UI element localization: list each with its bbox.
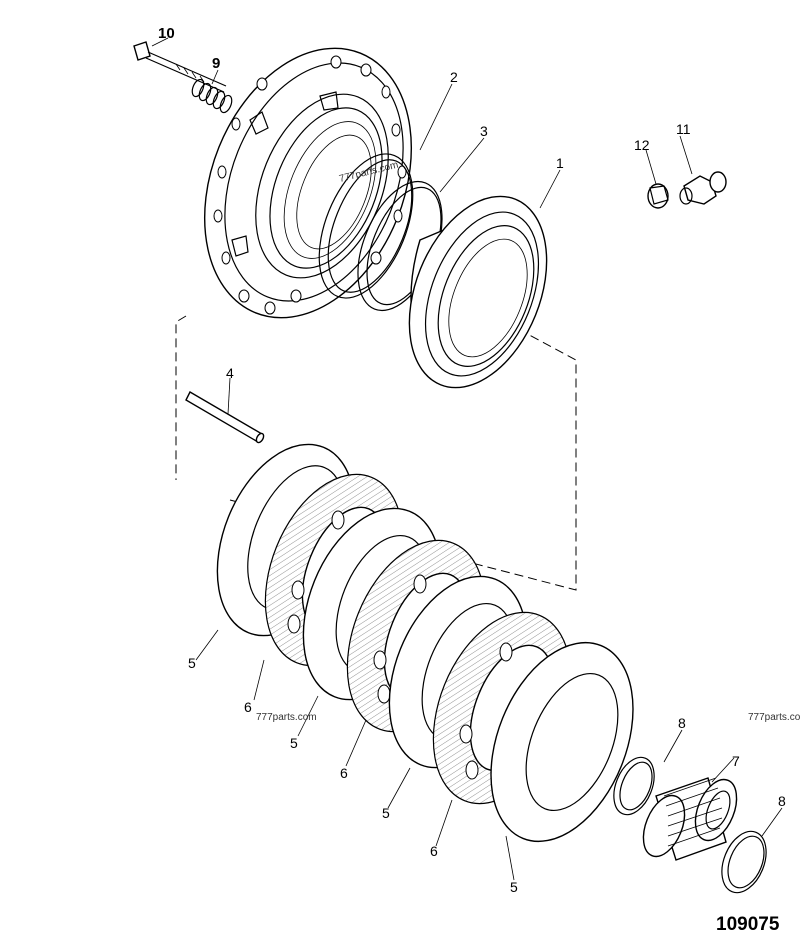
housing-bolt-holes: [213, 55, 407, 315]
splined-hub: [642, 777, 738, 861]
dowel-pin: [185, 391, 265, 444]
callout-hub: 7: [732, 753, 740, 769]
fitting: [679, 171, 727, 205]
watermark: 777parts.com: [748, 712, 800, 723]
callout-snap-ring-2: 8: [778, 793, 786, 809]
snap-ring-2: [721, 830, 767, 894]
callout-labels: 10 9 2 3 1 12 11 4 5 6 5 6 5 6 5 8 7 8: [158, 25, 786, 895]
callout-separator-plate-4: 5: [510, 879, 518, 895]
callout-separator-plate-3: 5: [382, 805, 390, 821]
callout-piston: 1: [556, 155, 564, 171]
callout-separator-plate-2: 5: [290, 735, 298, 751]
callout-bolt: 10: [158, 25, 175, 42]
plug: [647, 183, 669, 209]
callout-friction-disc-1: 6: [244, 699, 252, 715]
callout-friction-disc-3: 6: [430, 843, 438, 859]
callout-friction-disc-2: 6: [340, 765, 348, 781]
brake-housing: [203, 47, 413, 319]
callout-seal-ring-outer: 2: [450, 69, 458, 85]
separator-plate-4: [490, 641, 634, 843]
watermark: 777parts.com: [256, 712, 317, 723]
alignment-guide: [175, 315, 577, 591]
brake-piston: [408, 195, 548, 389]
callout-separator-plate-1: 5: [188, 655, 196, 671]
callout-dowel-pin: 4: [226, 365, 234, 381]
figure-number: 109075: [716, 914, 780, 935]
callout-seal-ring-inner: 3: [480, 123, 488, 139]
seal-ring-2: [318, 153, 414, 299]
callout-spring: 9: [212, 55, 220, 72]
callout-plug: 12: [634, 137, 650, 153]
snap-ring-1: [613, 756, 655, 816]
callout-fitting: 11: [676, 121, 691, 137]
callout-snap-ring-1: 8: [678, 715, 686, 731]
spring: [191, 78, 233, 114]
leader-lines: [151, 37, 783, 881]
